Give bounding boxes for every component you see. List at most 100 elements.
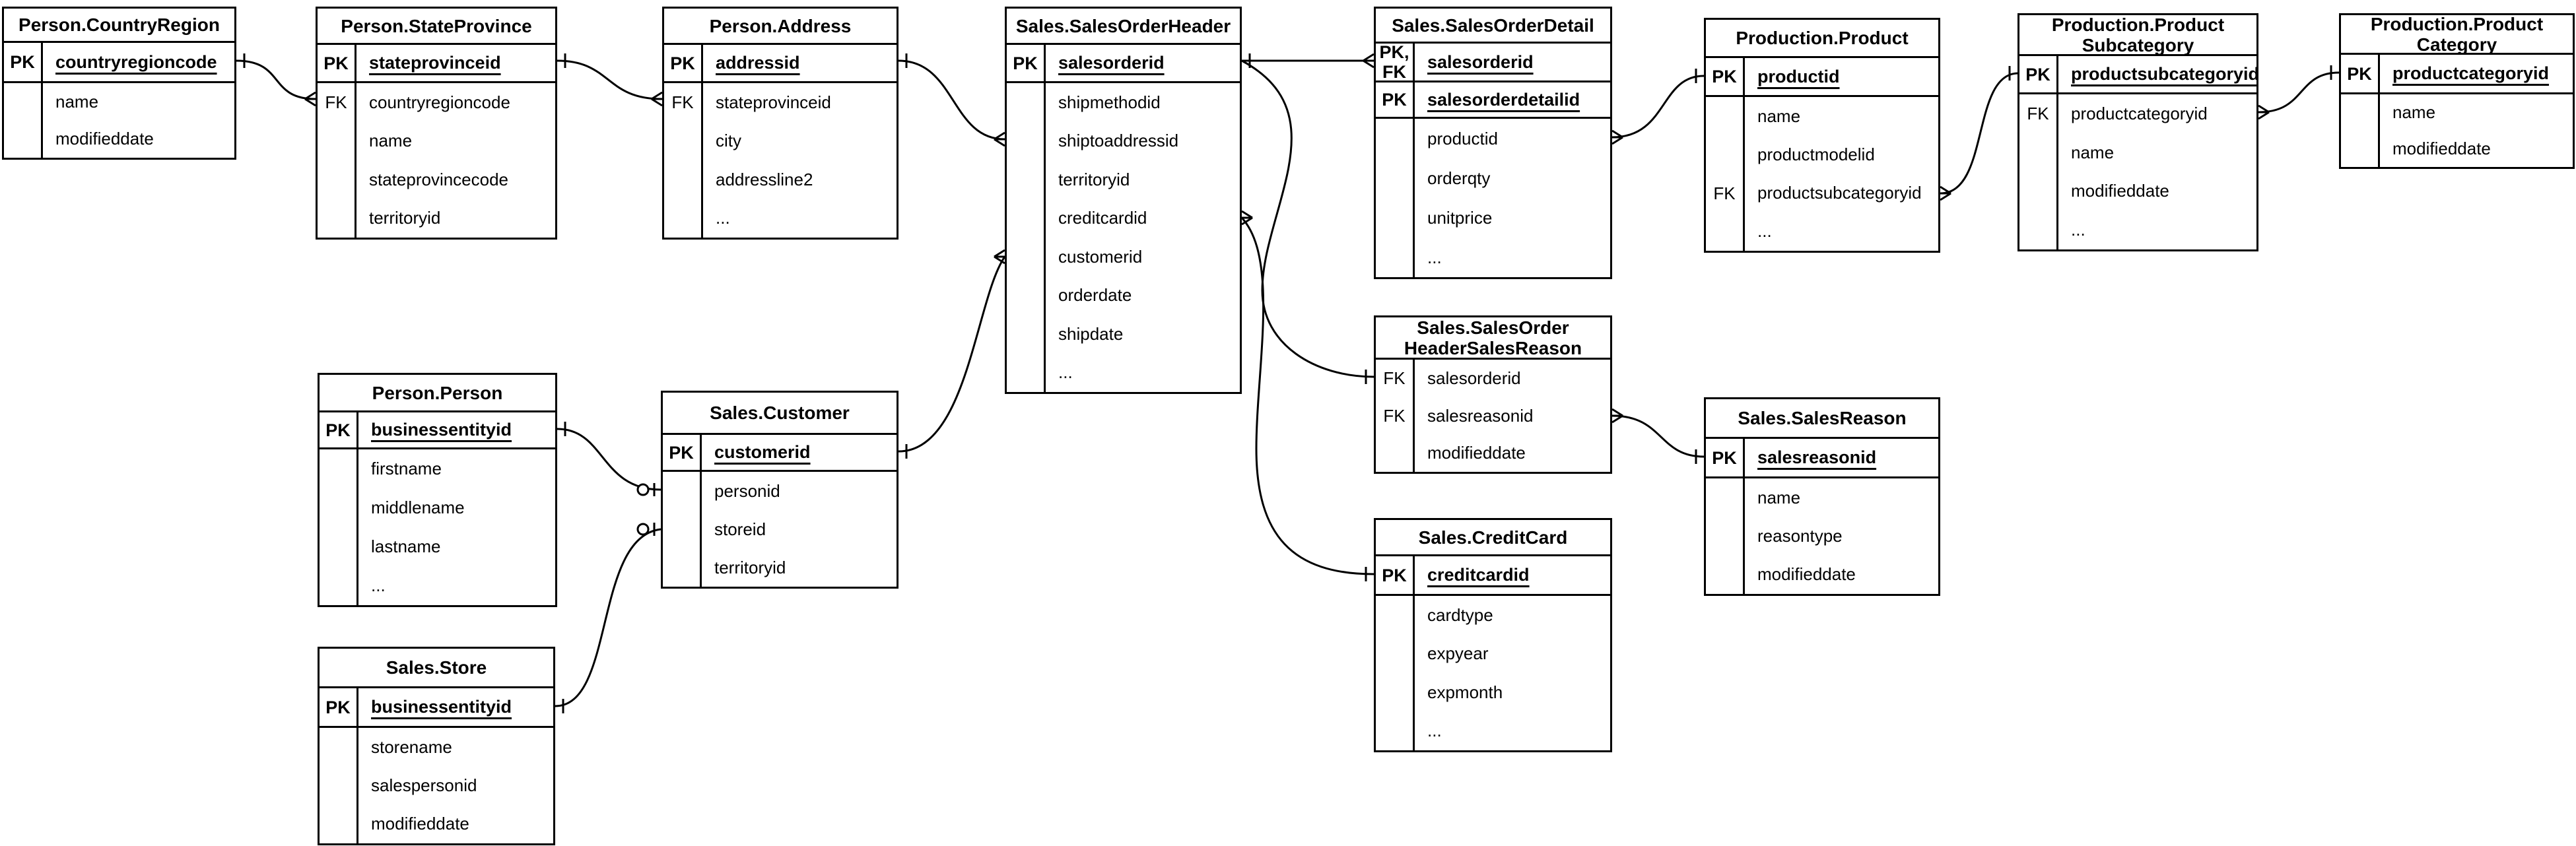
field-row-firstname: firstname (320, 449, 555, 488)
fk-label (1706, 97, 1745, 136)
connector-store-to-customer[interactable] (555, 528, 661, 707)
connector-address-to-salesorderheader[interactable] (898, 59, 1005, 141)
fk-label (1376, 634, 1415, 673)
field-name: ... (703, 199, 897, 238)
field-name: territoryid (1046, 160, 1240, 199)
field-name: name (356, 122, 555, 161)
connector-creditcard-to-salesorderheader[interactable] (1240, 216, 1374, 575)
table-title: Person.CountryRegion (4, 9, 234, 43)
field-name: reasontype (1745, 517, 1938, 555)
many-crowfoot-marker (1363, 53, 1374, 69)
connector-product-to-productsubcategory[interactable] (1940, 72, 2018, 195)
key-field-name: salesorderid (1415, 44, 1610, 81)
key-label: PK (664, 45, 703, 81)
fk-label (320, 804, 358, 843)
many-crowfoot-marker (2258, 104, 2270, 120)
field-text: productcategoryid (2071, 103, 2208, 123)
key-field-name: customerid (702, 435, 897, 470)
field-row-name: name (1706, 478, 1938, 517)
connector-countryregion-to-stateprovince[interactable] (236, 59, 316, 100)
field-name: ... (1415, 238, 1610, 277)
field-text: personid (714, 480, 780, 501)
fk-label (320, 728, 358, 767)
field-row-expyear: expyear (1376, 634, 1610, 673)
field-name: storeid (702, 510, 897, 548)
field-name: salesreasonid (1415, 397, 1610, 435)
key-field-text: salesorderdetailid (1427, 89, 1580, 110)
field-text: salesreasonid (1427, 405, 1534, 426)
key-field-text: salesreasonid (1757, 447, 1877, 467)
connector-customer-to-salesorderheader[interactable] (898, 256, 1006, 453)
connector-productsubcategory-to-productcategory[interactable] (2258, 71, 2340, 114)
key-field-name: productsubcategoryid (2058, 56, 2256, 92)
field-row-storename: storename (320, 728, 553, 767)
field-row-shiptoaddressid: shiptoaddressid (1007, 121, 1240, 160)
field-row-territoryid: territoryid (1007, 160, 1240, 199)
field-text: modifieddate (2392, 139, 2491, 158)
field-name: productcategoryid (2058, 94, 2256, 133)
field-name: name (1745, 478, 1938, 517)
fk-label (320, 566, 358, 605)
fk-label (1376, 238, 1415, 277)
field-row-territoryid: territoryid (318, 199, 555, 238)
field-text: modifieddate (371, 814, 469, 834)
connector-salesorderheadersalesreason-to-salesreason[interactable] (1611, 414, 1705, 458)
key-row-salesreasonid: PK salesreasonid (1706, 439, 1938, 478)
field-name: firstname (358, 449, 555, 488)
fk-label: FK (1376, 397, 1415, 435)
field-text: salesorderid (1427, 368, 1521, 388)
key-field-name: salesorderdetailid (1415, 82, 1610, 117)
field-row-: ... (1007, 353, 1240, 392)
field-text: name (2392, 102, 2436, 122)
fk-label (318, 121, 356, 160)
connector-stateprovince-to-address[interactable] (557, 59, 663, 100)
field-name: productsubcategoryid (1745, 174, 1938, 212)
key-label: PK (1706, 439, 1745, 476)
field-row-shipmethodid: shipmethodid (1007, 83, 1240, 122)
field-row-reasontype: reasontype (1706, 517, 1938, 556)
table-title: Sales.SalesReason (1706, 399, 1938, 439)
table-title: Production.Product (1706, 20, 1938, 58)
connector-salesorderheader-to-salesorderheadersalesreason[interactable] (1241, 59, 1374, 378)
field-row-city: city (664, 121, 897, 160)
field-text: shiptoaddressid (1058, 131, 1179, 151)
field-row-expmonth: expmonth (1376, 673, 1610, 712)
field-text: productmodelid (1757, 144, 1875, 164)
fk-label (318, 160, 356, 199)
field-name: personid (702, 472, 897, 510)
field-row-: ... (664, 199, 897, 238)
field-name: modifieddate (2380, 131, 2573, 167)
fk-label (1376, 673, 1415, 712)
connector-person-to-customer[interactable] (557, 428, 661, 491)
connector-salesorderdetail-to-product[interactable] (1611, 75, 1705, 139)
table-title: Person.Person (320, 375, 555, 412)
fk-label (2341, 94, 2380, 131)
field-name: customerid (1046, 238, 1240, 277)
